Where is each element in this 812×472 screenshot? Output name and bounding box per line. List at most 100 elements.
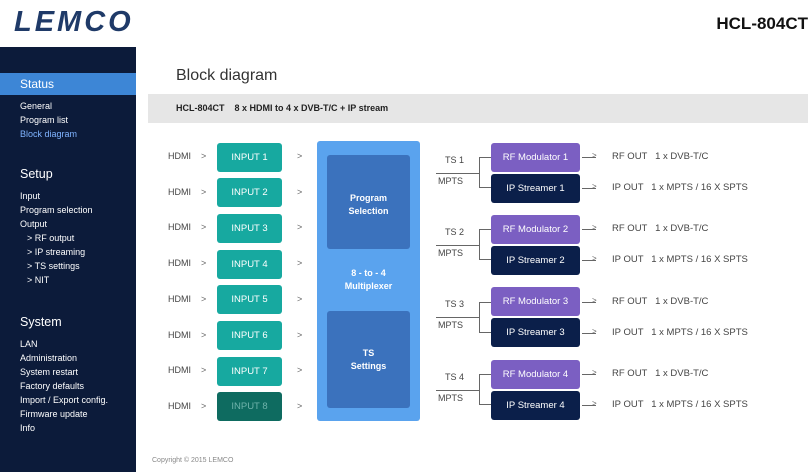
ts-label: TS 1 [445, 154, 465, 165]
main-content: Block diagram HCL-804CT 8 x HDMI to 4 x … [136, 47, 812, 472]
sidebar-heading-status[interactable]: Status [0, 73, 136, 95]
ts-line [436, 172, 479, 174]
output-line [582, 260, 596, 262]
device-banner: HCL-804CT 8 x HDMI to 4 x DVB-T/C + IP s… [148, 94, 808, 123]
arrow-icon: > [201, 151, 207, 161]
rf-out-label: RF OUT 1 x DVB-T/C [612, 295, 709, 307]
ts-line [436, 244, 479, 246]
ts-line [436, 317, 479, 319]
arrow-icon: > [201, 186, 207, 197]
sidebar-item-nit[interactable]: > NIT [27, 275, 50, 285]
output-line [582, 188, 596, 189]
sidebar-section-status: Status General Program list Block diagra… [0, 73, 136, 141]
ip-streamer-1-box: IP Streamer 1 [491, 173, 580, 203]
page-title: Block diagram [176, 67, 278, 84]
ip-streamer-3-box: IP Streamer 3 [491, 318, 580, 348]
hdmi-label: HDMI [168, 329, 191, 340]
arrow-icon: > [201, 365, 207, 376]
arrow-icon: > [201, 293, 207, 304]
sidebar-item-system-restart[interactable]: System restart [20, 367, 79, 377]
rf-out-label: RF OUT 1 x DVB-T/C [612, 368, 709, 380]
sidebar-item-input[interactable]: Input [20, 191, 41, 201]
output-line [582, 405, 596, 407]
arrow-icon: > [297, 258, 303, 269]
sidebar-item-factory-defaults[interactable]: Factory defaults [20, 381, 85, 391]
hdmi-label: HDMI [168, 293, 191, 304]
ts-settings-block: TS Settings [327, 311, 410, 408]
sidebar-item-ip-streaming[interactable]: > IP streaming [27, 247, 86, 257]
sidebar-item-program-list[interactable]: Program list [20, 115, 69, 125]
arrow-icon: > [592, 254, 597, 264]
arrow-icon: > [201, 258, 207, 269]
hdmi-label: HDMI [168, 151, 191, 161]
block-diagram: Program Selection 8 - to - 4 Multiplexer… [136, 47, 812, 472]
arrow-icon: > [592, 295, 597, 305]
program-selection-label: Program Selection [348, 193, 389, 216]
sidebar-item-info[interactable]: Info [20, 423, 36, 433]
sidebar-item-program-selection[interactable]: Program selection [20, 205, 93, 215]
multiplexer-block: Program Selection 8 - to - 4 Multiplexer… [317, 141, 420, 421]
sidebar-item-general[interactable]: General [20, 101, 53, 111]
hdmi-label: HDMI [168, 186, 191, 197]
arrow-icon: > [201, 222, 207, 233]
lemco-logo: LEMCO [14, 6, 134, 38]
sidebar-item-output[interactable]: Output [20, 219, 48, 229]
arrow-icon: > [297, 151, 303, 161]
input-5-box: INPUT 5 [217, 285, 282, 315]
input-6-box: INPUT 6 [217, 321, 282, 350]
ts-settings-label: TS Settings [350, 348, 387, 371]
rf-modulator-2-box: RF Modulator 2 [491, 214, 580, 244]
output-line [582, 301, 596, 303]
arrow-icon: > [592, 151, 597, 160]
output-line [582, 332, 596, 334]
arrow-icon: > [592, 326, 597, 336]
ip-streamer-4-box: IP Streamer 4 [491, 390, 580, 420]
rf-out-label: RF OUT 1 x DVB-T/C [612, 151, 709, 162]
ip-out-label: IP OUT 1 x MPTS / 16 X SPTS [612, 182, 748, 193]
sidebar-section-system: System LAN Administration System restart… [0, 311, 136, 435]
ts-label: TS 3 [445, 299, 465, 310]
output-line [582, 157, 596, 158]
sidebar-item-firmware-update[interactable]: Firmware update [20, 409, 88, 419]
hdmi-label: HDMI [168, 258, 191, 269]
hdmi-label: HDMI [168, 222, 191, 233]
arrow-icon: > [297, 400, 303, 411]
input-2-box: INPUT 2 [217, 178, 282, 208]
sidebar-heading-setup[interactable]: Setup [20, 167, 53, 181]
ts-label: TS 2 [445, 226, 465, 237]
mpts-label: MPTS [438, 247, 464, 258]
ip-streamer-2-box: IP Streamer 2 [491, 245, 580, 275]
sidebar-item-lan[interactable]: LAN [20, 339, 38, 349]
arrow-icon: > [201, 400, 207, 411]
ip-out-label: IP OUT 1 x MPTS / 16 X SPTS [612, 254, 748, 266]
sidebar-item-rf-output[interactable]: > RF output [27, 233, 75, 243]
input-8-box: INPUT 8 [217, 392, 282, 422]
sidebar: Status General Program list Block diagra… [0, 47, 136, 472]
rf-modulator-4-box: RF Modulator 4 [491, 359, 580, 389]
arrow-icon: > [592, 399, 597, 409]
output-line [582, 374, 596, 376]
header: LEMCO HCL-804CT [0, 0, 812, 47]
sidebar-item-administration[interactable]: Administration [20, 353, 78, 363]
sidebar-section-setup: Setup Input Program selection Output > R… [0, 163, 136, 287]
arrow-icon: > [592, 368, 597, 378]
sidebar-item-ts-settings[interactable]: > TS settings [27, 261, 80, 271]
arrow-icon: > [201, 329, 207, 340]
sidebar-item-import-export-config[interactable]: Import / Export config. [20, 395, 109, 405]
arrow-icon: > [297, 293, 303, 304]
rf-modulator-1-box: RF Modulator 1 [491, 142, 580, 172]
program-selection-block: Program Selection [327, 155, 410, 249]
sidebar-item-block-diagram[interactable]: Block diagram [20, 129, 78, 139]
mpts-label: MPTS [438, 175, 464, 186]
split-bracket [479, 157, 491, 188]
multiplexer-label: 8 - to - 4 Multiplexer [344, 268, 393, 291]
device-description: HCL-804CT 8 x HDMI to 4 x DVB-T/C + IP s… [176, 103, 389, 113]
hdmi-label: HDMI [168, 400, 191, 411]
hdmi-label: HDMI [168, 365, 191, 376]
arrow-icon: > [297, 222, 303, 233]
input-1-box: INPUT 1 [217, 142, 282, 172]
arrow-icon: > [297, 186, 303, 197]
input-4-box: INPUT 4 [217, 249, 282, 279]
sidebar-heading-system[interactable]: System [20, 315, 62, 329]
arrow-icon: > [592, 182, 597, 191]
